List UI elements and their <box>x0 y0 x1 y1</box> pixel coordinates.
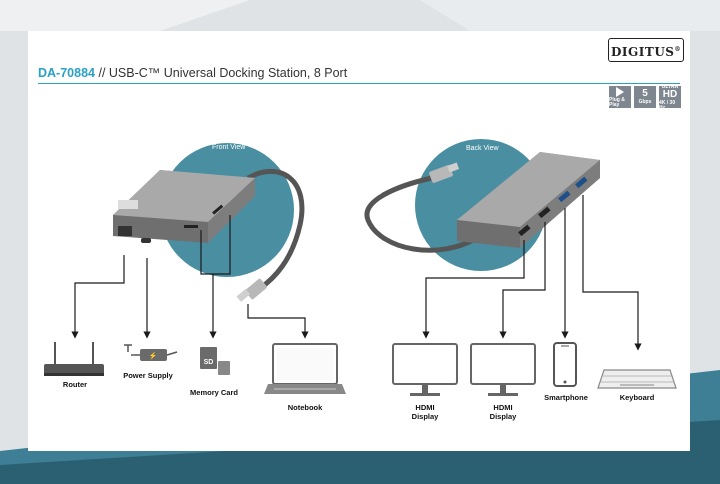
product-title: DA-70884 // USB-C™ Universal Docking Sta… <box>38 66 347 80</box>
front-hub-body <box>113 170 255 243</box>
memory-card-icon: SD <box>200 347 230 375</box>
back-hub-cable <box>364 175 482 253</box>
plug-and-play-badge: Plug & Play <box>609 86 631 108</box>
title-underline <box>38 83 680 84</box>
arrow-hdmi-display-2 <box>499 222 546 339</box>
front-hub-cable <box>246 168 305 293</box>
hdmi-display-1-icon <box>392 343 458 396</box>
hdmi-display-2-label: HDMI Display <box>489 403 517 422</box>
plug-and-play-icon <box>616 86 624 97</box>
router-icon <box>44 342 104 376</box>
arrow-router <box>71 255 125 339</box>
feature-badges: Plug & Play 5 Gbps ULTRA HD 4K / 30 Hz <box>609 84 681 110</box>
arrow-hdmi-display-1 <box>422 240 525 339</box>
keyboard-icon <box>597 369 677 389</box>
speed-badge: 5 Gbps <box>634 86 656 108</box>
power-supply-label: Power Supply <box>123 371 173 380</box>
hdmi-display-2-icon <box>470 343 536 396</box>
digitus-logo: DIGITUS® <box>608 38 684 62</box>
smartphone-icon <box>553 342 577 387</box>
power-supply-icon: ⚡ <box>124 344 178 361</box>
svg-text:SD: SD <box>204 359 214 366</box>
arrow-memory-card <box>200 230 217 339</box>
hdmi-display-1-label: HDMI Display <box>411 403 439 422</box>
arrow-notebook <box>247 304 309 339</box>
back-view-label: Back View <box>466 145 499 152</box>
smartphone-label: Smartphone <box>544 393 588 402</box>
notebook-label: Notebook <box>287 403 323 412</box>
arrow-keyboard <box>582 195 642 351</box>
product-name: // USB-C™ Universal Docking Station, 8 P… <box>98 66 348 80</box>
keyboard-label: Keyboard <box>619 393 655 402</box>
front-view-label: Front View <box>212 144 246 151</box>
back-hub-connector <box>429 162 460 183</box>
arrow-memory-card-micro <box>213 215 231 275</box>
front-hub-connector <box>236 278 267 302</box>
notebook-icon <box>264 343 346 394</box>
back-hub-body <box>457 152 600 248</box>
model-number: DA-70884 <box>38 66 95 80</box>
svg-text:⚡: ⚡ <box>149 351 158 360</box>
ultra-hd-badge: ULTRA HD 4K / 30 Hz <box>659 84 681 110</box>
router-label: Router <box>62 380 88 389</box>
content-card <box>28 31 690 451</box>
memory-card-label: Memory Card <box>190 388 238 397</box>
